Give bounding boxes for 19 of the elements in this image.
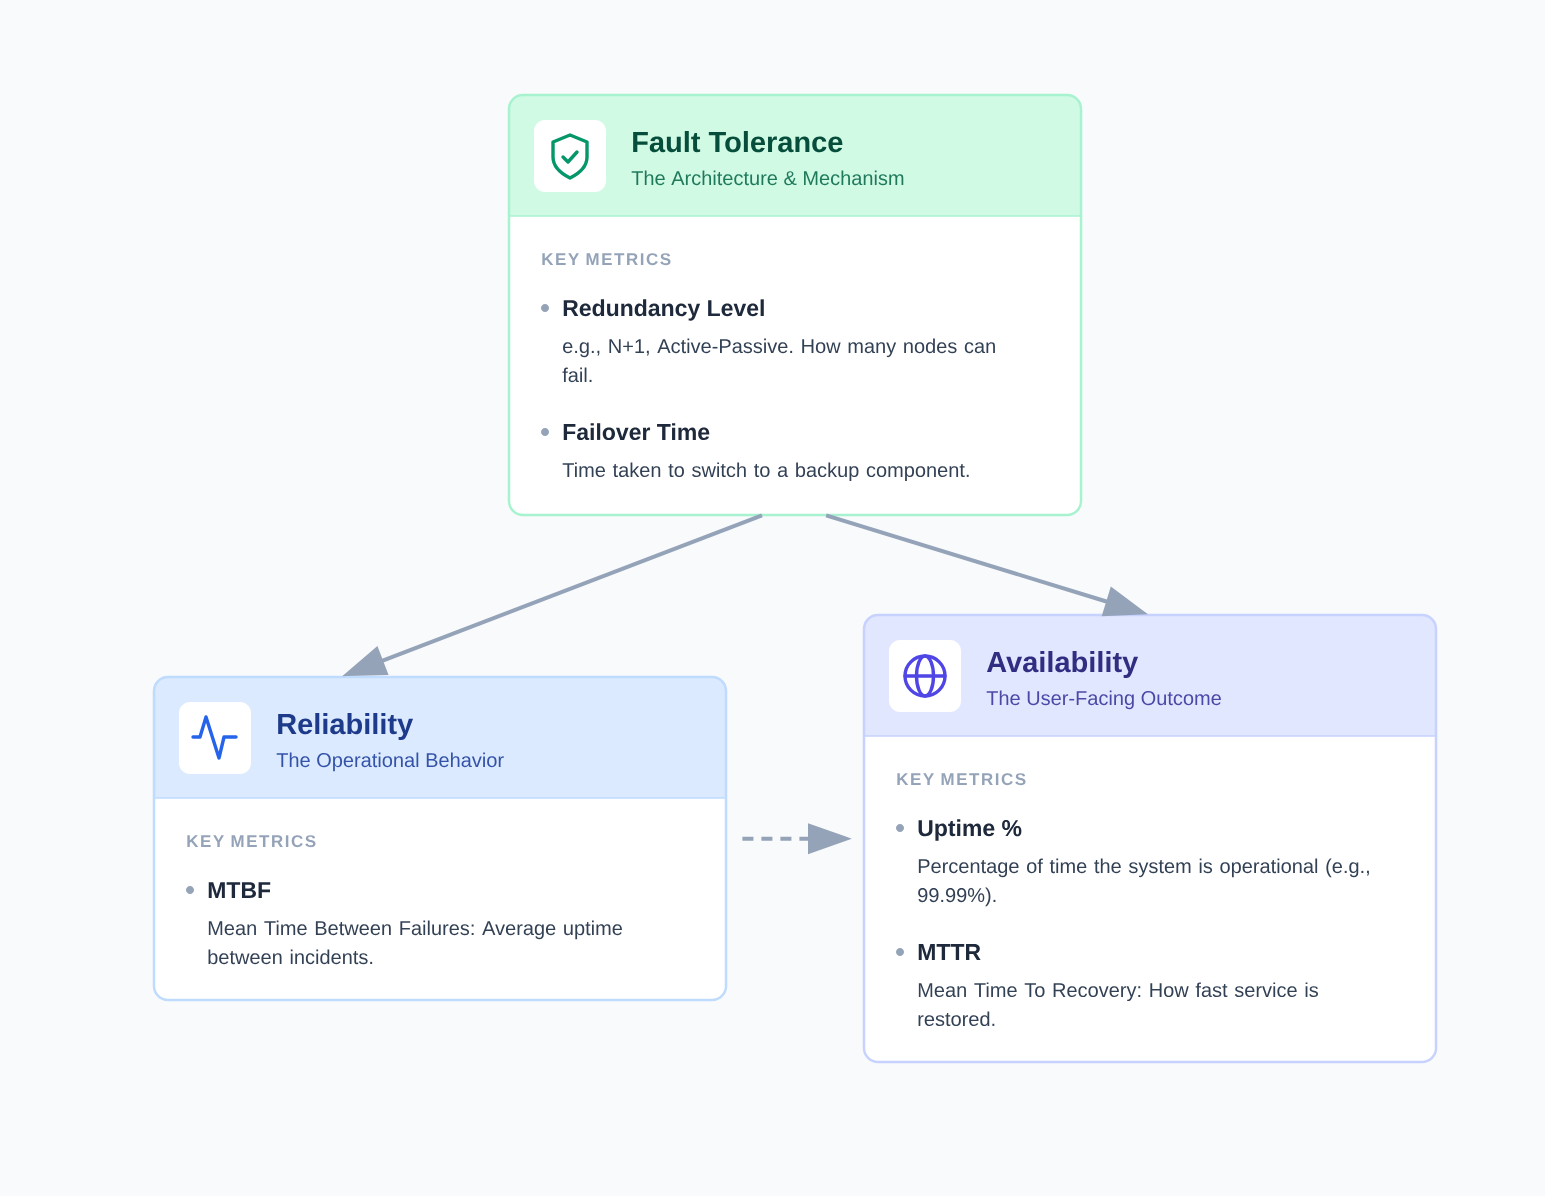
- metric-title: MTBF: [208, 882, 271, 898]
- metric-description: Mean Time Between Failures: Average uptime between incidents.: [208, 920, 622, 965]
- metric-description: Time taken to switch to a backup component.: [562, 462, 969, 482]
- card-title: Fault Tolerance: [633, 131, 843, 153]
- section-label: KEY METRICS: [542, 253, 671, 266]
- metric-title: Uptime %: [918, 819, 1022, 841]
- metric-title: Failover Time: [563, 423, 710, 441]
- section-label: KEY METRICS: [187, 835, 316, 848]
- card-title: Reliability: [278, 713, 414, 740]
- card-subtitle: The Operational Behavior: [276, 752, 504, 772]
- card-subtitle: The User-Facing Outcome: [986, 690, 1221, 710]
- metric-description: Mean Time To Recovery: How fast service is restored.: [918, 982, 1318, 1027]
- card-subtitle: The Architecture & Mechanism: [631, 170, 904, 186]
- section-label: KEY METRICS: [897, 773, 1026, 786]
- metric-description: Percentage of time the system is operational (e.g., 99.99%).: [918, 858, 1369, 907]
- metric-description: e.g., N+1, Active-Passive. How many nodes can fail.: [562, 338, 995, 383]
- metric-title: Redundancy Level: [563, 299, 764, 321]
- metric-title: MTTR: [918, 944, 981, 960]
- card-title: Availability: [986, 651, 1139, 678]
